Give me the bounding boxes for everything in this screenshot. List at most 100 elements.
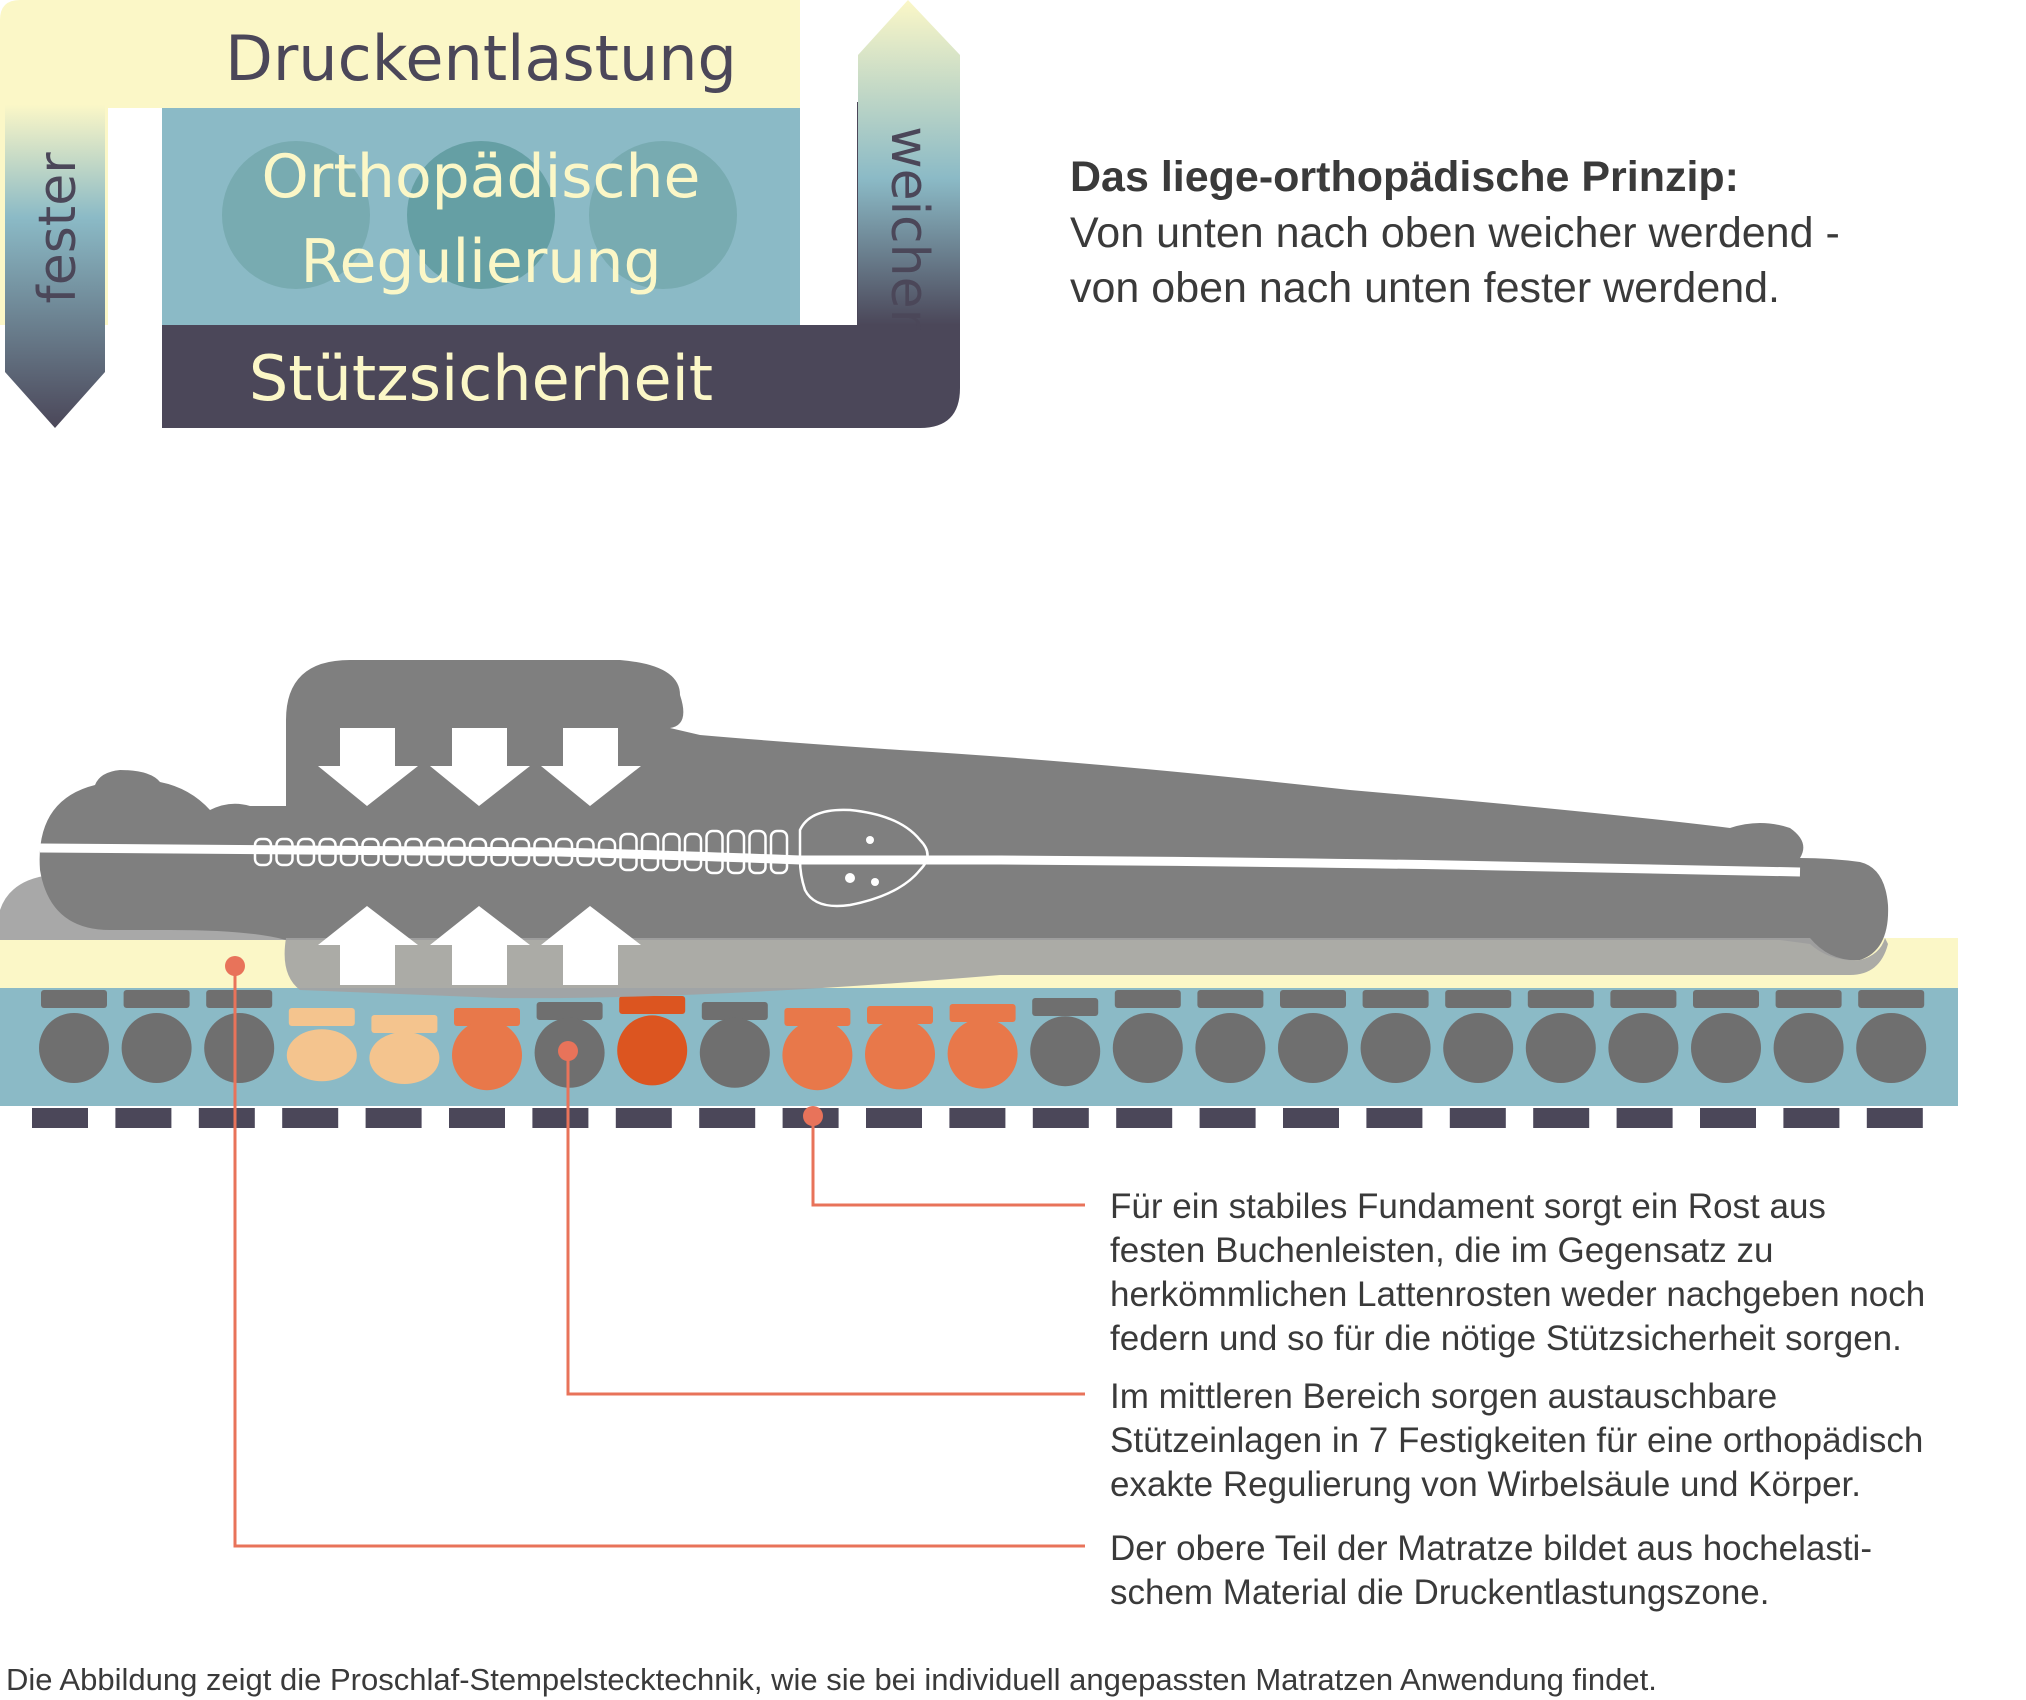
callout-line-rost xyxy=(811,1118,1085,1207)
vertebra xyxy=(404,837,423,867)
buchenleiste-slat xyxy=(1449,1108,1506,1128)
principle-line1: Von unten nach oben weicher werdend - xyxy=(1070,209,1840,257)
buchenleiste-slat xyxy=(449,1108,505,1128)
vertebra xyxy=(490,837,509,867)
buchenleiste-slat xyxy=(365,1108,422,1128)
buchenleiste-slat xyxy=(115,1108,172,1128)
principle-line2: von oben nach unten fester werdend. xyxy=(1070,264,1780,312)
pressure-arrows-up xyxy=(318,906,641,985)
stuetzsicherheit-band xyxy=(162,102,960,428)
pad-plate xyxy=(1693,990,1759,1008)
buchenleiste-slat xyxy=(1032,1108,1089,1128)
regulierung-circle xyxy=(222,141,370,289)
callout-dot xyxy=(558,1041,578,1061)
vertebra xyxy=(619,832,638,872)
weicher-arrow xyxy=(858,0,960,325)
stuetzeinlage-pad xyxy=(947,1018,1018,1089)
callout-dots xyxy=(225,956,823,1126)
vertebra xyxy=(275,837,294,867)
vertebra xyxy=(748,829,767,875)
vertebra xyxy=(468,837,488,867)
body-lower xyxy=(284,938,1889,999)
pad-plate xyxy=(41,990,107,1008)
body-silhouette xyxy=(39,660,1889,961)
arrow-up-icon xyxy=(541,906,641,985)
pad-plate xyxy=(1610,990,1677,1008)
vertebra xyxy=(554,837,574,867)
regulierung-label-line2: Regulierung xyxy=(300,227,661,297)
callout-einlagen-line3: exakte Regulierung von Wirbelsäule und K… xyxy=(1110,1465,1861,1504)
stuetzeinlage-pad xyxy=(369,1032,440,1084)
pad-plate xyxy=(701,1002,768,1020)
weicher-label: weicher xyxy=(879,126,939,331)
principle-title: Das liege-orthopädische Prinzip: xyxy=(1070,153,1739,201)
pad-plate xyxy=(1032,998,1099,1016)
pad-plate xyxy=(619,996,686,1014)
spine-line xyxy=(39,843,1801,877)
druckentlastung-label: Druckentlastung xyxy=(225,22,737,95)
callout-einlagen-line1: Im mittleren Bereich sorgen austauschbar… xyxy=(1110,1377,1777,1416)
stuetzeinlage-pad xyxy=(782,1020,853,1091)
vertebra xyxy=(318,837,337,867)
buchenleiste-slat xyxy=(1616,1108,1673,1128)
callout-dot xyxy=(225,956,245,976)
pad-plate xyxy=(206,990,273,1008)
buchenleiste-slat xyxy=(615,1108,672,1128)
stuetzeinlagen xyxy=(39,990,1927,1091)
stuetzeinlage-pad xyxy=(699,1017,770,1088)
fester-label: fester xyxy=(28,152,88,304)
vertebra xyxy=(769,829,789,875)
buchenleiste-slat xyxy=(866,1108,922,1128)
stuetzeinlage-pad xyxy=(204,1013,275,1083)
callout-einlagen-line2: Stützeinlagen in 7 Festigkeiten für eine… xyxy=(1110,1421,1923,1460)
pelvis-detail xyxy=(866,836,874,844)
callout-line-druckentlastung xyxy=(233,966,1085,1548)
buchenleiste-slat xyxy=(1533,1108,1590,1128)
buchenleisten-rost xyxy=(32,1108,1923,1128)
pressure-arrows-down xyxy=(318,728,641,806)
pad-plate xyxy=(536,1002,603,1020)
arrow-down-icon xyxy=(430,728,530,806)
pad-plate xyxy=(949,1004,1016,1022)
pad-plate xyxy=(1445,990,1512,1008)
stuetzeinlage-pad xyxy=(865,1019,935,1090)
buchenleiste-slat xyxy=(1783,1108,1840,1128)
callout-lines xyxy=(233,966,1085,1548)
vertebra xyxy=(683,832,703,872)
vertebra xyxy=(511,837,531,867)
buchenleiste-slat xyxy=(949,1108,1006,1128)
vertebra xyxy=(425,837,445,867)
fester-arrow xyxy=(5,105,105,428)
pad-plate xyxy=(867,1006,933,1024)
vertebra xyxy=(576,837,595,867)
stuetzsicherheit-label: Stützsicherheit xyxy=(249,342,713,415)
callout-rost-line1: Für ein stabiles Fundament sorgt ein Ros… xyxy=(1110,1187,1826,1226)
pelvis-outline xyxy=(798,808,929,908)
callout-texts: Für ein stabiles Fundament sorgt ein Ros… xyxy=(1110,1187,1925,1612)
regulierung-circle xyxy=(407,141,555,289)
pad-plate xyxy=(1775,990,1842,1008)
pad-plate xyxy=(123,990,190,1008)
buchenleiste-slat xyxy=(32,1108,88,1128)
spine-vertebrae xyxy=(253,829,789,875)
legend-block: Druckentlastung Orthopädische Regulierun… xyxy=(0,0,960,428)
buchenleiste-slat xyxy=(282,1108,339,1128)
pad-plate xyxy=(1114,990,1181,1008)
pad-plate xyxy=(784,1008,851,1026)
vertebra xyxy=(447,837,466,867)
stuetzeinlage-pad xyxy=(1443,1013,1514,1083)
vertebra xyxy=(382,837,402,867)
stuetzeinlage-pad xyxy=(1278,1013,1348,1083)
stuetzeinlage-pad xyxy=(617,1015,688,1086)
pelvis-detail xyxy=(871,878,879,886)
stuetzeinlage-pad xyxy=(1360,1013,1431,1083)
stuetzeinlage-pad xyxy=(1195,1013,1266,1083)
arrow-down-icon xyxy=(318,728,418,806)
stuetzeinlage-pad xyxy=(286,1029,357,1082)
regulierung-circle xyxy=(589,141,737,289)
pad-plate xyxy=(1527,990,1594,1008)
figure-caption: Die Abbildung zeigt die Proschlaf-Stempe… xyxy=(6,1662,1657,1697)
vertebra xyxy=(662,832,681,872)
stuetzeinlage-pad xyxy=(121,1013,192,1083)
